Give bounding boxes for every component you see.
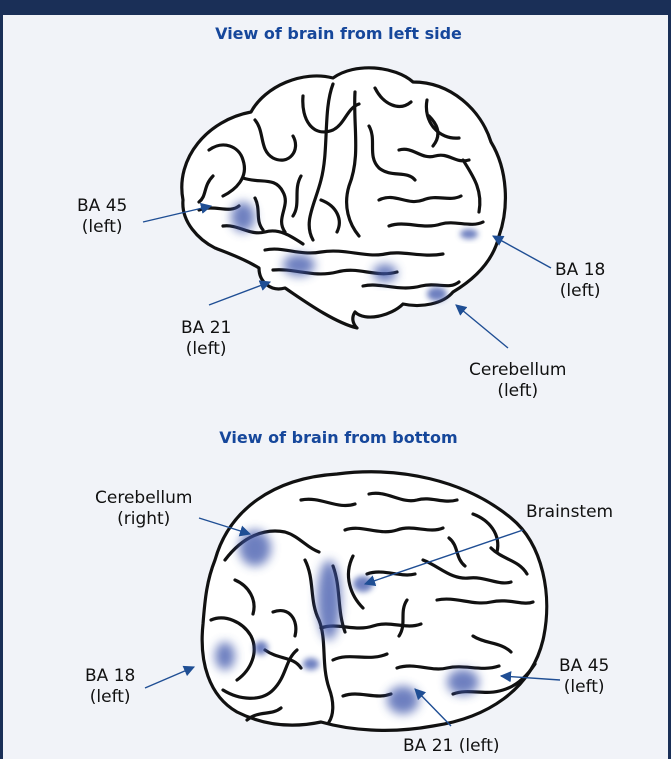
bottom-activation-ba18-b (254, 641, 268, 655)
bottom-activation-mid (303, 658, 319, 670)
arrow-bottom-ba18 (145, 667, 194, 688)
bottom-activation-ba18 (215, 642, 235, 670)
label-side-ba21: BA 21 (left) (181, 318, 231, 360)
bottom-activation-brainstem (317, 560, 341, 640)
bottom-activation-ba45 (447, 669, 479, 695)
label-bottom-brainstem: Brainstem (526, 502, 613, 523)
side-activation-cerebellum (427, 287, 447, 301)
label-side-ba18: BA 18 (left) (555, 260, 605, 302)
bottom-activation-ba21 (387, 686, 419, 714)
side-activation-temporal (373, 264, 397, 282)
side-activation-ba45 (231, 202, 255, 232)
label-bottom-cerebellum: Cerebellum (right) (95, 488, 192, 530)
label-bottom-ba21: BA 21 (left) (403, 736, 500, 757)
label-side-cerebellum: Cerebellum (left) (469, 360, 566, 402)
label-bottom-ba18: BA 18 (left) (85, 666, 135, 708)
bottom-activation-cerebellum (239, 530, 271, 566)
side-activation-ba18 (460, 229, 478, 239)
label-side-ba45: BA 45 (left) (77, 196, 127, 238)
label-bottom-ba45: BA 45 (left) (559, 656, 609, 698)
brain-illustrations (3, 0, 671, 759)
bottom-activation-brainstem-2 (353, 576, 373, 592)
side-view-brain (182, 68, 506, 328)
bottom-view-brain (202, 472, 547, 731)
arrow-side-ba18 (493, 236, 551, 268)
arrow-side-cerebellum (456, 305, 508, 348)
arrow-side-ba21 (209, 282, 270, 305)
side-activation-ba21 (283, 254, 315, 276)
